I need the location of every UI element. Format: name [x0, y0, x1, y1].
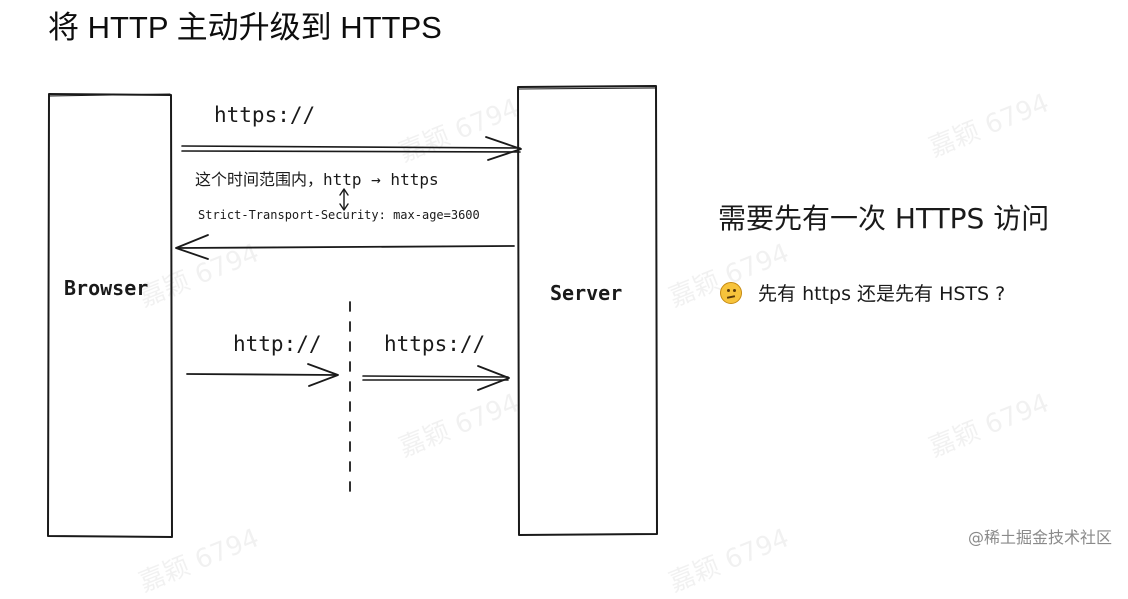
request-arrow [181, 136, 522, 161]
server-label: Server [550, 281, 623, 305]
response-arrow [175, 234, 515, 260]
response-header: Strict-Transport-Security: max-age=3600 [198, 208, 480, 222]
server-box [517, 85, 658, 536]
requirement-note: 需要先有一次 HTTPS 访问 [718, 202, 1050, 235]
question-row: 先有 https 还是先有 HSTS ? [720, 279, 1005, 306]
question-text: 先有 https 还是先有 HSTS ? [758, 283, 1006, 305]
footer-credit: @稀土掘金技术社区 [967, 528, 1112, 547]
https-arrow [362, 365, 510, 391]
http-arrow-label: http:// [233, 332, 322, 356]
https-arrow-label: https:// [384, 332, 486, 356]
http-arrow [186, 363, 339, 387]
thinking-face-icon [720, 282, 742, 304]
response-note: 这个时间范围内，http → https [195, 170, 439, 189]
browser-box [47, 93, 173, 538]
page-title: 将 HTTP 主动升级到 HTTPS [48, 10, 442, 45]
hsts-sequence-diagram [47, 85, 658, 538]
mapping-arrow [339, 188, 349, 211]
request-arrow-label: https:// [214, 103, 316, 127]
browser-label: Browser [64, 276, 149, 300]
